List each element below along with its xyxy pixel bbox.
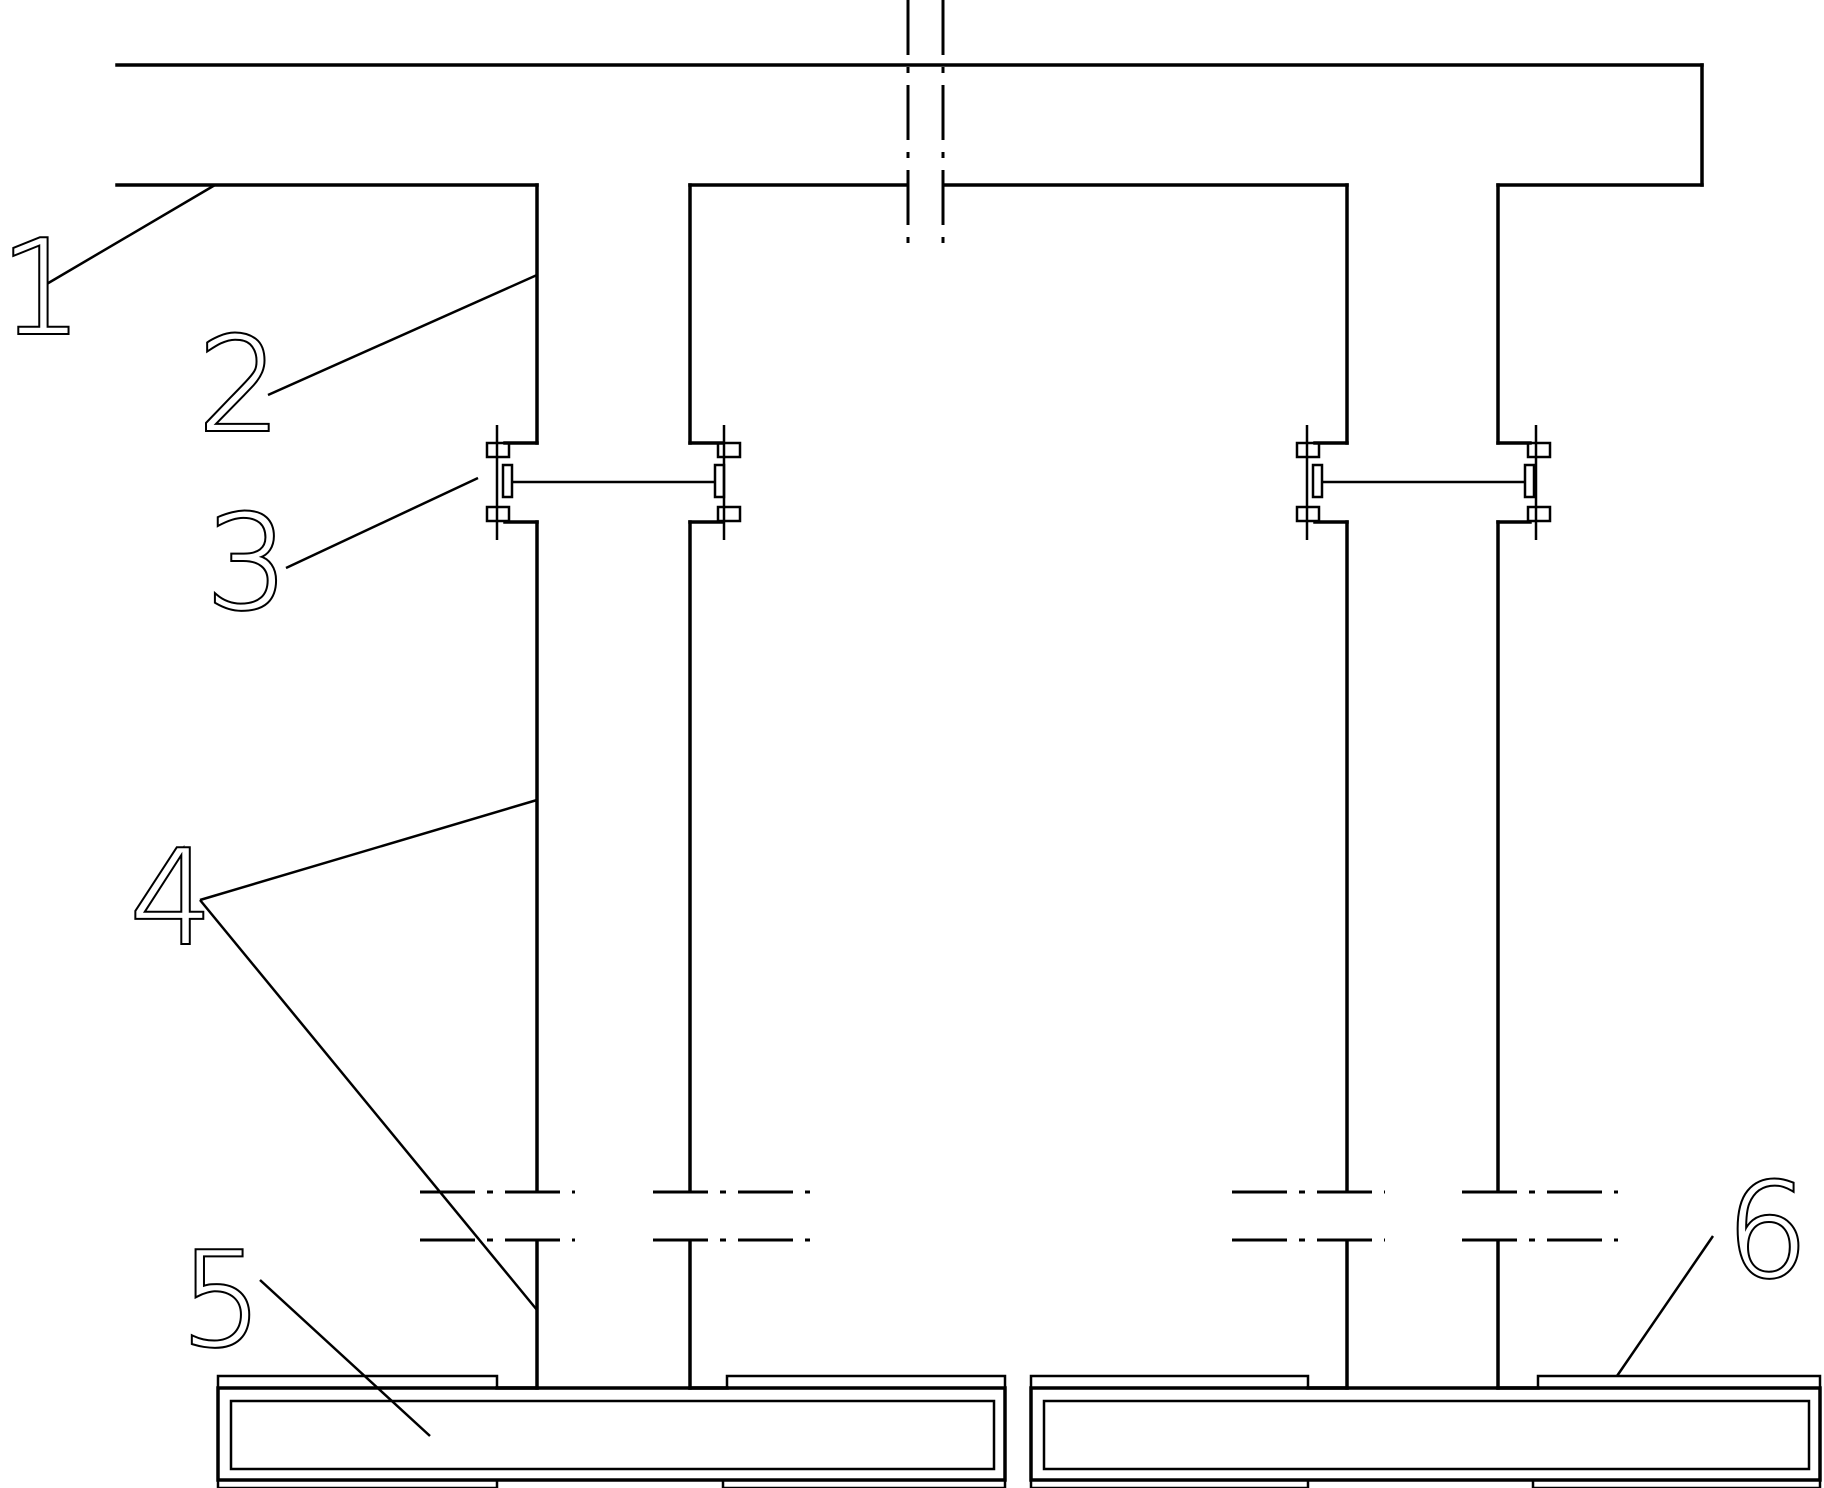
right-connector	[1295, 425, 1552, 540]
label-6: 6	[1726, 1155, 1809, 1307]
leader-lines	[44, 183, 1715, 1437]
label-3: 3	[206, 487, 289, 639]
left-connector	[485, 425, 742, 540]
center-break-line	[906, 0, 945, 255]
lower-break-lines	[420, 1190, 1618, 1242]
top-slab	[115, 63, 1704, 187]
label-5: 5	[180, 1224, 263, 1376]
right-footing	[1029, 1374, 1822, 1488]
right-column-right-wall	[1496, 183, 1532, 1390]
left-footing	[216, 1374, 1007, 1488]
label-2: 2	[198, 309, 281, 461]
label-1: 1	[0, 212, 83, 364]
right-column-left-wall	[1313, 183, 1349, 1390]
left-column-right-wall	[688, 183, 724, 1390]
left-column-left-wall	[503, 183, 539, 1390]
label-4: 4	[130, 822, 213, 974]
